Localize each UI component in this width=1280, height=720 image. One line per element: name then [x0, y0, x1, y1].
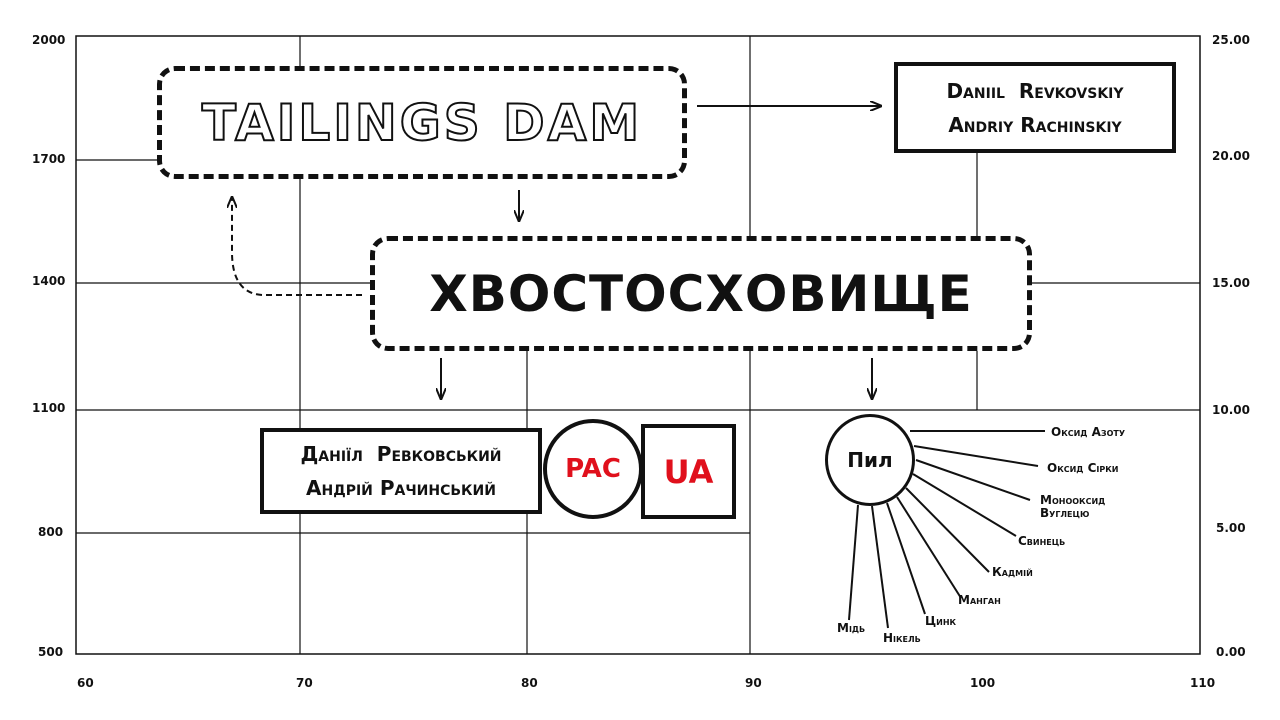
- pollutant-manganese: Манган: [958, 593, 1001, 607]
- bottom-tick-80: 80: [521, 676, 538, 690]
- bottom-tick-90: 90: [745, 676, 762, 690]
- left-tick-1100: 1100: [32, 401, 66, 415]
- author-ua-1: Даніїл Ревковський: [300, 442, 502, 466]
- title-ua-box: ХВОСТОСХОВИЩЕ: [370, 236, 1032, 351]
- plot-frame: [75, 35, 1201, 655]
- authors-ua-box: Даніїл Ревковський Андрій Рачинський: [260, 428, 542, 514]
- pollutant-nickel: Нікель: [883, 631, 921, 645]
- authors-en-box: Daniil Revkovskiy Andriy Rachinskiy: [894, 62, 1176, 153]
- dashed-return-arrow: [232, 197, 362, 296]
- pollutant-carbon-monoxide: Монооксид Вуглецю: [1040, 493, 1106, 520]
- left-tick-500: 500: [38, 645, 64, 659]
- title-en: TAILINGS DAM: [201, 93, 643, 153]
- dust-rays: [848, 430, 1045, 629]
- author-ua-2: Андрій Рачинський: [306, 476, 496, 500]
- bottom-tick-60: 60: [77, 676, 94, 690]
- title-en-box: TAILINGS DAM: [157, 66, 687, 179]
- dust-label: Пил: [847, 448, 893, 472]
- logo-ua-box: UA: [641, 424, 736, 519]
- pollutant-lead: Свинець: [1018, 534, 1066, 548]
- right-tick-0: 0.00: [1216, 645, 1246, 659]
- left-tick-800: 800: [38, 525, 64, 539]
- right-tick-5: 5.00: [1216, 521, 1246, 535]
- pollutant-zinc: Цинк: [925, 614, 957, 628]
- right-tick-20: 20.00: [1212, 149, 1250, 163]
- right-tick-10: 10.00: [1212, 403, 1250, 417]
- right-tick-25: 25.00: [1212, 33, 1250, 47]
- logo-pac-circle: PAC: [543, 419, 643, 519]
- dust-circle: Пил: [825, 414, 915, 506]
- left-tick-1400: 1400: [32, 274, 66, 288]
- title-ua: ХВОСТОСХОВИЩЕ: [429, 264, 973, 323]
- logo-ua-text: UA: [663, 452, 714, 491]
- pollutant-nitrogen-oxide: Оксид Азоту: [1051, 425, 1126, 439]
- right-tick-15: 15.00: [1212, 276, 1250, 290]
- bottom-tick-70: 70: [296, 676, 313, 690]
- bottom-tick-100: 100: [970, 676, 996, 690]
- logo-pac-text: PAC: [565, 454, 621, 484]
- left-tick-2000: 2000: [32, 33, 66, 47]
- pollutant-copper: Мідь: [837, 621, 866, 635]
- bottom-tick-110: 110: [1190, 676, 1216, 690]
- left-tick-1700: 1700: [32, 152, 66, 166]
- author-en-1: Daniil Revkovskiy: [946, 78, 1124, 103]
- author-en-2: Andriy Rachinskiy: [948, 112, 1122, 137]
- pollutant-sulfur-oxide: Оксид Сірки: [1047, 461, 1119, 475]
- pollutant-cadmium: Кадмій: [992, 565, 1033, 579]
